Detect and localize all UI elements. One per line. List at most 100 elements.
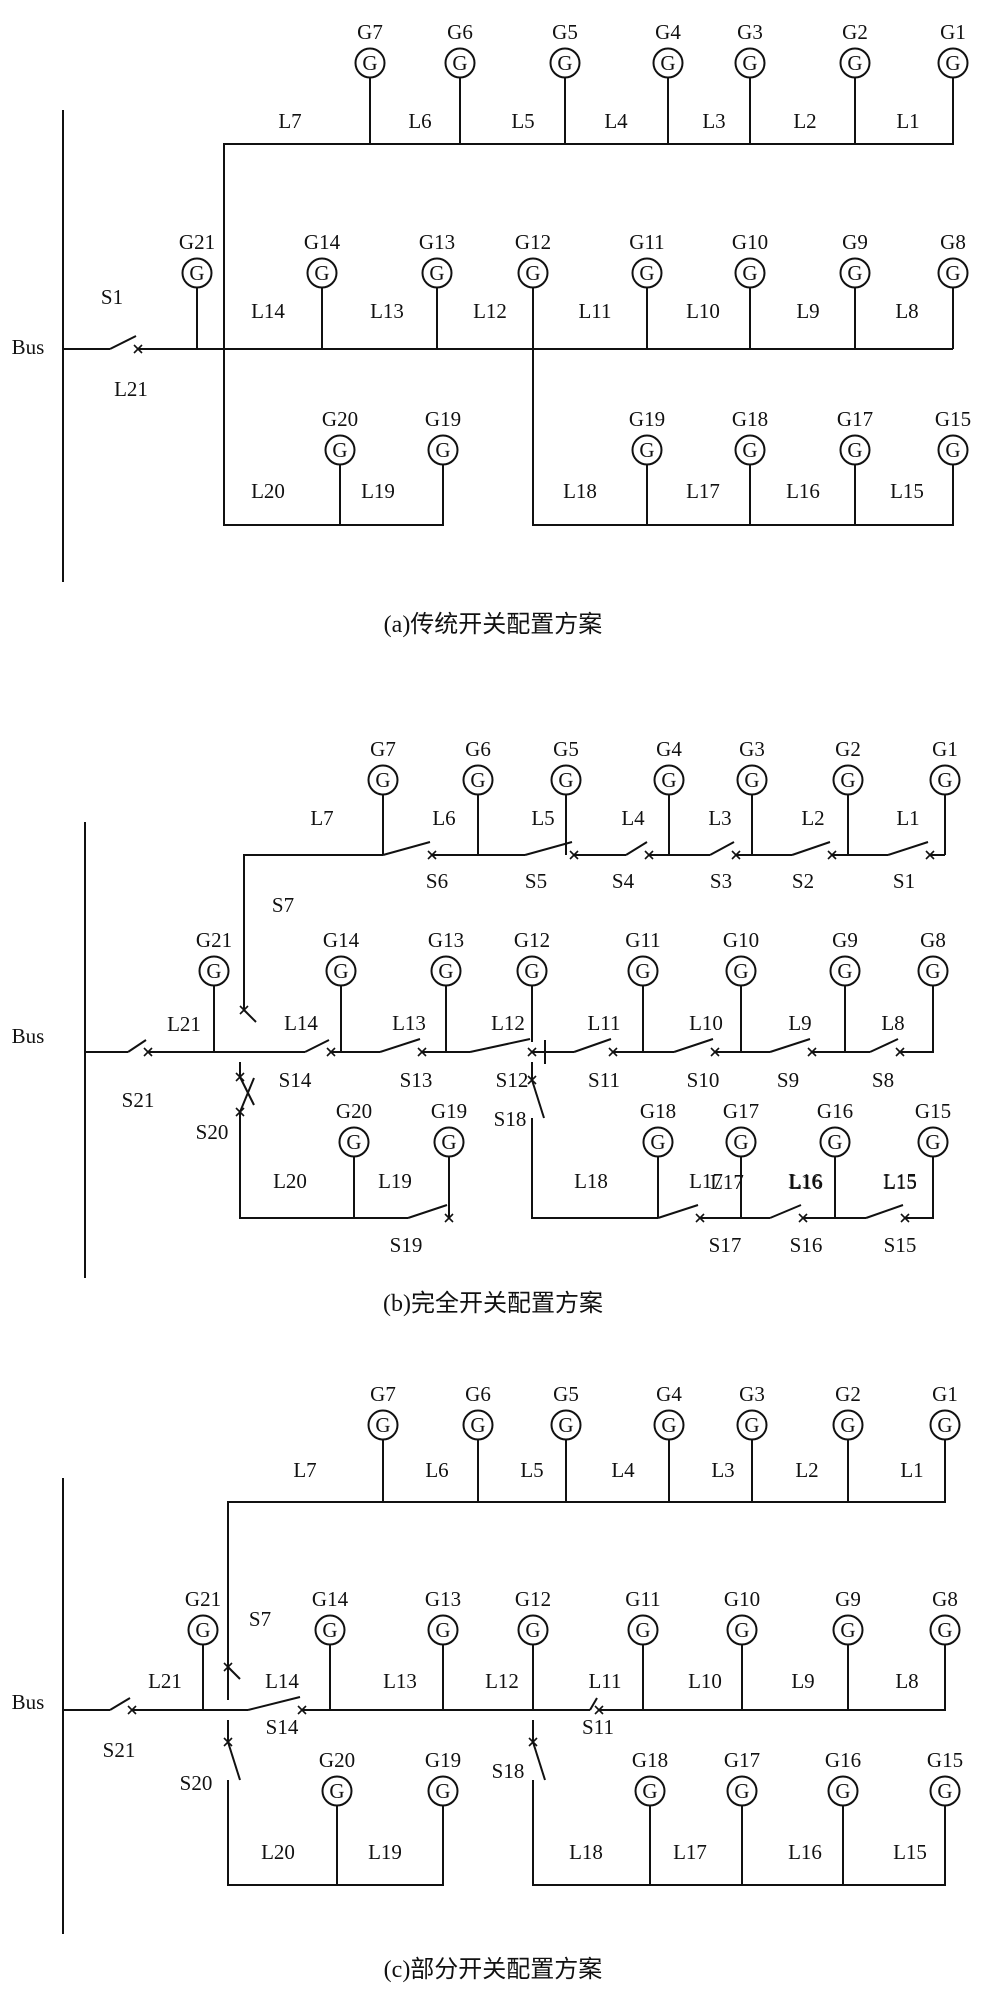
generator-label: G13 (428, 928, 464, 952)
generator-letter: G (937, 1618, 952, 1642)
generator-label: G5 (552, 20, 578, 44)
line-label-l20: L20 (251, 479, 285, 503)
generator-g9: GG9 (839, 230, 871, 289)
generator-letter: G (650, 1130, 665, 1154)
generator-letter: G (525, 261, 540, 285)
line-label-l5: L5 (511, 109, 534, 133)
switch-icon (239, 975, 249, 1015)
line-label-l17: L17 (689, 1169, 723, 1193)
generator-label: G11 (625, 1587, 660, 1611)
generator-label: G8 (932, 1587, 958, 1611)
line-label-l5: L5 (520, 1458, 543, 1482)
generator-letter: G (742, 261, 757, 285)
generator-letter: G (734, 1779, 749, 1803)
generator-letter: G (441, 1130, 456, 1154)
generator-letter: G (945, 438, 960, 462)
switch-icon (625, 841, 654, 860)
generator-label: G1 (940, 20, 966, 44)
switch-icon (127, 1039, 153, 1057)
generator-label: G19 (629, 407, 665, 431)
line-label-l2: L2 (801, 806, 824, 830)
generator-letter: G (639, 438, 654, 462)
generator-label: G9 (832, 928, 858, 952)
line-label-l11: L11 (578, 299, 611, 323)
line-label-l1: L1 (900, 1458, 923, 1482)
generator-g1: GG1 (937, 20, 969, 79)
switch-icon (528, 1737, 546, 1781)
generator-label: G6 (447, 20, 473, 44)
line-label-l15: L15 (890, 479, 924, 503)
generator-label: G13 (419, 230, 455, 254)
line-label-l3: L3 (711, 1458, 734, 1482)
switch-label: S11 (588, 1068, 620, 1092)
generator-label: G8 (920, 928, 946, 952)
generator-letter: G (744, 1413, 759, 1437)
generator-letter: G (742, 51, 757, 75)
wire (531, 1118, 658, 1219)
line-label-l6: L6 (425, 1458, 448, 1482)
switch-label: S21 (103, 1738, 136, 1762)
generator-letter: G (195, 1618, 210, 1642)
line-label-l13: L13 (370, 299, 404, 323)
switch-label: S12 (496, 1068, 529, 1092)
wire (239, 1112, 408, 1219)
generator-g6: GG6 (462, 737, 494, 796)
wire (227, 1780, 444, 1886)
line-label-l1: L1 (896, 109, 919, 133)
generator-label: G7 (370, 1382, 396, 1406)
wire (243, 1009, 257, 1023)
line-label-l4: L4 (604, 109, 628, 133)
panel-caption: (a)传统开关配置方案 (384, 611, 603, 638)
switch-label: S1 (101, 285, 123, 309)
switch-icon (657, 1204, 705, 1223)
switch-label: S20 (196, 1120, 229, 1144)
line-label-l16: L16 (789, 1170, 823, 1194)
generator-letter: G (925, 959, 940, 983)
switch-icon (469, 1038, 537, 1057)
generator-letter: G (840, 1413, 855, 1437)
panel-c: BusGG1GG2GG3GG4GG5GG6GG7L1L2L3L4L5L6L7S7… (12, 1382, 963, 1983)
line-label-l15: L15 (883, 1169, 917, 1193)
generator-label: G21 (179, 230, 215, 254)
generator-label: G14 (304, 230, 341, 254)
wire (227, 1666, 241, 1680)
line-label-l17: L17 (710, 1170, 744, 1194)
switch-icon (247, 1696, 307, 1715)
switch-icon (524, 841, 579, 860)
generator-letter: G (937, 1413, 952, 1437)
generator-letter: G (346, 1130, 361, 1154)
generator-label: G1 (932, 737, 958, 761)
generator-letter: G (660, 51, 675, 75)
wire (905, 1156, 934, 1219)
generator-letter: G (635, 1618, 650, 1642)
line-label-l12: L12 (473, 299, 507, 323)
switch-label: S17 (709, 1233, 742, 1257)
generator-letter: G (332, 438, 347, 462)
generator-label: G9 (842, 230, 868, 254)
line-label-l17: L17 (673, 1840, 707, 1864)
generator-letter: G (362, 51, 377, 75)
generator-letter: G (525, 1618, 540, 1642)
generator-symbol-icon (937, 434, 969, 466)
line-label-l2: L2 (795, 1458, 818, 1482)
generator-letter: G (322, 1618, 337, 1642)
generator-label: G1 (932, 1382, 958, 1406)
switch-label: S13 (400, 1068, 433, 1092)
generator-label: G17 (723, 1099, 759, 1123)
switch-icon (887, 841, 935, 860)
generator-label: G7 (357, 20, 383, 44)
switch-icon (382, 841, 437, 860)
generator-g6: GG6 (462, 1382, 494, 1441)
switch-label: S14 (279, 1068, 312, 1092)
generator-label: G19 (431, 1099, 467, 1123)
generator-letter: G (639, 261, 654, 285)
